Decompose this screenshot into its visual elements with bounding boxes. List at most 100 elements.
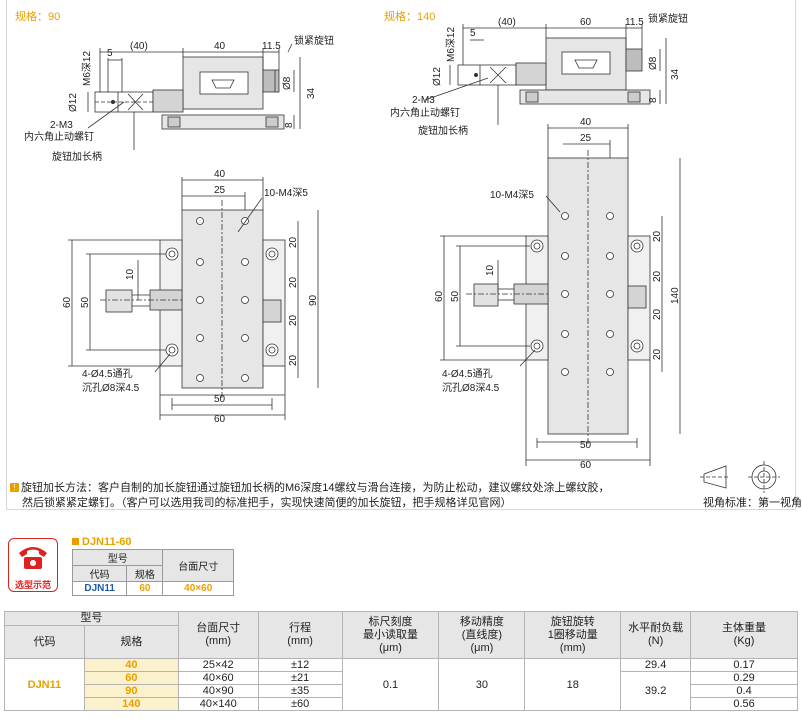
phone-icon [19, 547, 47, 569]
h-scale: 标尺刻度最小读取量(μm) [341, 611, 440, 659]
load-cell-a: 29.4 [620, 658, 692, 672]
r-m6-label: M6深12 [445, 27, 457, 62]
dim-11-5: 11.5 [262, 41, 281, 52]
info-icon: ! [10, 483, 19, 492]
r-dim-40p: (40) [498, 17, 516, 28]
r-dim-20b: 20 [652, 270, 663, 282]
cone-icon [703, 465, 727, 489]
handle-label: 旋钮加长柄 [52, 150, 102, 163]
row-weight: 0.17 [690, 658, 798, 672]
row-travel: ±21 [257, 671, 343, 685]
row-size: 40×90 [177, 684, 259, 698]
drawing-spec-90: (40) 40 11.5 锁紧旋钮 5 M6深12 Ø12 Ø8 34 8 2-… [24, 34, 334, 425]
r-dim-20c: 20 [652, 308, 663, 320]
r-phi12-label: Ø12 [432, 67, 443, 86]
r-handle-label: 旋钮加长柄 [418, 124, 468, 137]
row-travel: ±35 [257, 684, 343, 698]
ex-h-code: 代码 [71, 565, 128, 582]
rotation-cell: 18 [524, 658, 622, 711]
bottom-dim-50: 50 [214, 394, 226, 405]
dim-20d: 20 [288, 354, 299, 366]
example-badge: 选型示范 [8, 538, 58, 592]
r-dim-11-5: 11.5 [625, 17, 644, 28]
spec-90-label: 规格：90 [15, 11, 61, 23]
r-dim-20a: 20 [652, 230, 663, 242]
dim-20c: 20 [288, 314, 299, 326]
view-standard-label: 视角标准：第一视角 [703, 497, 802, 509]
note-line-1: !旋钮加长方法：客户自制的加长旋钮通过旋钮加长柄的M6深度14螺纹与滑台连接，为… [10, 479, 610, 495]
row-code: DJN11 [4, 658, 85, 711]
dim-40p: (40) [130, 41, 148, 52]
phi8-label: Ø8 [282, 76, 293, 90]
hole-label: 4-Ø4.5通孔 [82, 368, 133, 380]
h-load: 水平耐负载(N) [620, 611, 692, 659]
row-spec: 140 [83, 697, 179, 711]
row-spec: 60 [83, 671, 179, 685]
badge-label: 选型示范 [14, 580, 51, 590]
ex-h-size: 台面尺寸 [162, 549, 234, 582]
bottom-dim-60: 60 [214, 414, 226, 425]
table-row: 60 40×60 ±21 39.2 0.29 [5, 671, 798, 711]
r-bottom-dim-50: 50 [580, 440, 592, 451]
scale-cell: 0.1 [341, 658, 440, 711]
drawing-frame [6, 0, 796, 510]
dim-5: 5 [107, 48, 113, 59]
dim-34: 34 [306, 87, 317, 99]
h-model: 型号 [4, 611, 179, 626]
r-dim-50: 50 [450, 290, 461, 302]
m6-label: M6深12 [81, 51, 93, 86]
dim-20b: 20 [288, 276, 299, 288]
m3-label: 2-M3 [50, 120, 73, 131]
ex-code: DJN11 [71, 581, 128, 596]
m4-label: 10-M4深5 [264, 187, 308, 199]
r-hole-label: 4-Ø4.5通孔 [442, 368, 493, 380]
row-spec: 90 [83, 684, 179, 698]
spec-140-label: 规格：140 [384, 11, 436, 23]
table-row: DJN11 40 25×42 ±12 0.1 30 18 29.4 0.17 [4, 658, 798, 711]
top-dim-25: 25 [214, 185, 226, 196]
h-accuracy: 移动精度(直线度)(μm) [438, 611, 526, 659]
note-line-2: 然后锁紧紧定螺钉。（客户可以选用我司的标准把手，实现快速简便的加长旋钮，把手规格… [22, 497, 512, 509]
h-size: 台面尺寸(mm) [177, 611, 259, 659]
note-text-1: 旋钮加长方法：客户自制的加长旋钮通过旋钮加长柄的M6深度14螺纹与滑台连接，为防… [21, 482, 610, 494]
r-dim-20d: 20 [652, 348, 663, 360]
top-dim-40: 40 [214, 169, 226, 180]
row-weight: 0.56 [690, 697, 798, 711]
first-angle-symbol [700, 461, 780, 493]
set-screw-label: 内六角止动螺钉 [24, 130, 94, 143]
spec-table: 型号 台面尺寸(mm) 行程(mm) 标尺刻度最小读取量(μm) 移动精度(直线… [4, 611, 798, 711]
lock-knob-label: 锁紧旋钮 [294, 34, 334, 47]
r-bottom-dim-60: 60 [580, 460, 592, 471]
ex-spec: 60 [126, 581, 164, 596]
h-code: 代码 [4, 625, 85, 659]
row-travel: ±60 [257, 697, 343, 711]
r-dim-60: 60 [434, 290, 445, 302]
example-title: DJN11-60 [72, 536, 132, 548]
r-dim-60: 60 [580, 17, 592, 28]
top-view-140 [440, 124, 681, 466]
r-set-screw-label: 内六角止动螺钉 [390, 106, 460, 119]
table-row: 140 40×140 ±60 0.56 [5, 697, 798, 711]
r-lock-knob-label: 锁紧旋钮 [648, 12, 688, 25]
dim-40: 40 [214, 41, 226, 52]
h-spec: 规格 [83, 625, 179, 659]
dim-60: 60 [62, 296, 73, 308]
side-view-140 [424, 24, 667, 125]
r-m4-label: 10-M4深5 [490, 189, 534, 201]
ex-h-spec: 规格 [126, 565, 164, 582]
r-dim-8: 8 [648, 97, 659, 103]
h-travel: 行程(mm) [257, 611, 343, 659]
ex-h-model: 型号 [71, 549, 164, 566]
load-cell-b: 39.2 [620, 671, 692, 711]
row-travel: ±12 [257, 658, 343, 672]
table-row: 90 40×90 ±35 0.4 [5, 684, 798, 698]
example-title-text: DJN11-60 [82, 536, 132, 548]
top-view-90 [68, 177, 319, 420]
r-top-dim-40: 40 [580, 117, 592, 128]
dim-10: 10 [125, 268, 136, 280]
dim-50: 50 [80, 296, 91, 308]
r-dim-5: 5 [470, 28, 476, 39]
row-size: 40×60 [177, 671, 259, 685]
r-dim-10: 10 [485, 264, 496, 276]
dim-90: 90 [308, 294, 319, 306]
